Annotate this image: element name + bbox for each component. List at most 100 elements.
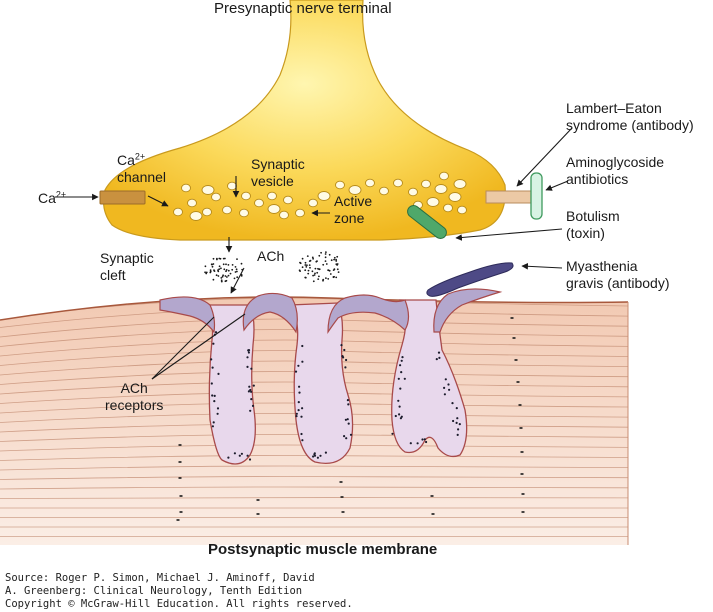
synaptic-vesicle — [365, 178, 375, 188]
receptor-dot — [437, 351, 441, 354]
ach-molecule — [316, 271, 319, 274]
ach-molecule — [332, 276, 335, 278]
ach-molecule — [307, 272, 310, 275]
synaptic-vesicles — [173, 171, 467, 221]
ach-molecule — [234, 271, 237, 273]
receptor-dot — [246, 365, 249, 368]
receptor-dot — [227, 456, 230, 459]
ach-molecule — [223, 268, 226, 271]
ach-molecule — [313, 274, 316, 276]
synaptic-vesicle — [187, 198, 197, 208]
receptor-dot — [416, 442, 419, 445]
ach-receptors-label: ACh receptors — [105, 380, 163, 414]
receptor-dot — [294, 370, 298, 373]
receptor-dot — [252, 384, 255, 387]
ach-label: ACh — [257, 248, 285, 264]
receptor-dot — [346, 418, 349, 421]
ach-molecule — [225, 269, 228, 271]
synaptic-cleft-line1: Synaptic — [100, 250, 154, 266]
ach-molecule — [312, 274, 314, 277]
receptor-dot — [247, 351, 250, 354]
ach-molecule — [211, 265, 214, 268]
synaptic-vesicle — [267, 204, 281, 214]
muscle-dot — [516, 381, 520, 383]
muscle-dot — [178, 444, 182, 446]
receptor-dot — [397, 377, 400, 380]
postsynaptic-membrane-label: Postsynaptic muscle membrane — [208, 541, 438, 558]
ach-molecule — [298, 269, 301, 272]
ach-molecule — [218, 268, 221, 270]
synaptic-vesicle — [439, 171, 449, 181]
muscle-dot — [178, 461, 182, 463]
receptor-dot — [210, 358, 213, 361]
ach-molecule — [336, 263, 339, 265]
ach-molecule — [312, 257, 314, 260]
synaptic-vesicle-line1: Synaptic — [251, 156, 305, 172]
ach-molecule — [325, 251, 327, 254]
receptor-dot — [400, 415, 403, 418]
muscle-striation — [0, 297, 628, 319]
receptor-dot — [319, 454, 322, 457]
junctional-fold — [200, 304, 256, 465]
synaptic-vesicle — [393, 178, 403, 188]
active-zone-line2: zone — [334, 210, 365, 226]
muscle-dot — [179, 495, 183, 497]
ca-channel-arrow — [147, 195, 169, 207]
ach-molecule — [220, 280, 223, 283]
ach-molecule — [233, 277, 236, 280]
synaptic-vesicle — [211, 192, 221, 202]
nerve-terminal-body — [102, 0, 506, 241]
ach-molecule — [215, 274, 218, 277]
ach-molecule — [328, 253, 331, 256]
ach-molecule — [217, 270, 220, 273]
ach-molecule — [235, 268, 238, 271]
ach-receptor-caps — [159, 288, 503, 334]
myasthenia-antibody — [426, 262, 514, 297]
active-zone-label: Active zone — [334, 193, 372, 227]
ach-molecule — [306, 255, 309, 257]
junctional-fold — [288, 302, 354, 465]
muscle-dots — [176, 317, 525, 521]
synaptic-vesicle-line2: vesicle — [251, 173, 294, 189]
receptor-dot — [300, 415, 303, 418]
synaptic-cleft-line2: cleft — [100, 267, 126, 283]
receptor-dot — [444, 378, 447, 381]
ach-molecule — [306, 264, 308, 267]
receptor-dot — [403, 377, 406, 380]
synaptic-vesicle — [295, 208, 305, 218]
muscle-dot — [518, 404, 522, 406]
ach-molecule — [226, 276, 228, 278]
ach-molecule — [222, 263, 225, 266]
receptor-dot — [316, 456, 319, 459]
receptor-dot — [344, 418, 347, 421]
receptor-dot — [425, 440, 428, 444]
muscle-dot — [431, 513, 435, 515]
ach-molecule — [216, 257, 218, 260]
receptor-dot — [213, 400, 216, 403]
ach-molecule — [322, 263, 325, 266]
muscle-dot — [512, 337, 516, 339]
ach-molecule — [205, 271, 208, 274]
ach-molecule — [240, 262, 243, 265]
receptor-dot — [456, 417, 459, 420]
ach-molecule — [304, 261, 307, 264]
ach-molecule — [220, 267, 222, 270]
receptor-dot — [249, 409, 252, 412]
receptor-dot — [391, 432, 394, 435]
ach-molecule — [212, 263, 215, 265]
ach-molecule — [213, 269, 215, 272]
receptor-dot — [345, 358, 348, 362]
receptor-dot — [340, 344, 343, 347]
ca-ion-charge: 2+ — [55, 189, 67, 200]
ach-molecule — [229, 272, 232, 275]
receptor-dot — [421, 438, 424, 441]
synaptic-vesicle — [267, 191, 277, 201]
myasthenia-line2: gravis (antibody) — [566, 275, 670, 291]
receptor-dot — [250, 390, 253, 393]
ach-molecule — [322, 278, 325, 281]
muscle-dot — [510, 317, 514, 319]
ach-receptors-line1: ACh — [120, 380, 148, 396]
ach-molecule — [320, 251, 322, 254]
receptor-dot — [301, 439, 304, 442]
receptor-dot — [456, 433, 459, 436]
